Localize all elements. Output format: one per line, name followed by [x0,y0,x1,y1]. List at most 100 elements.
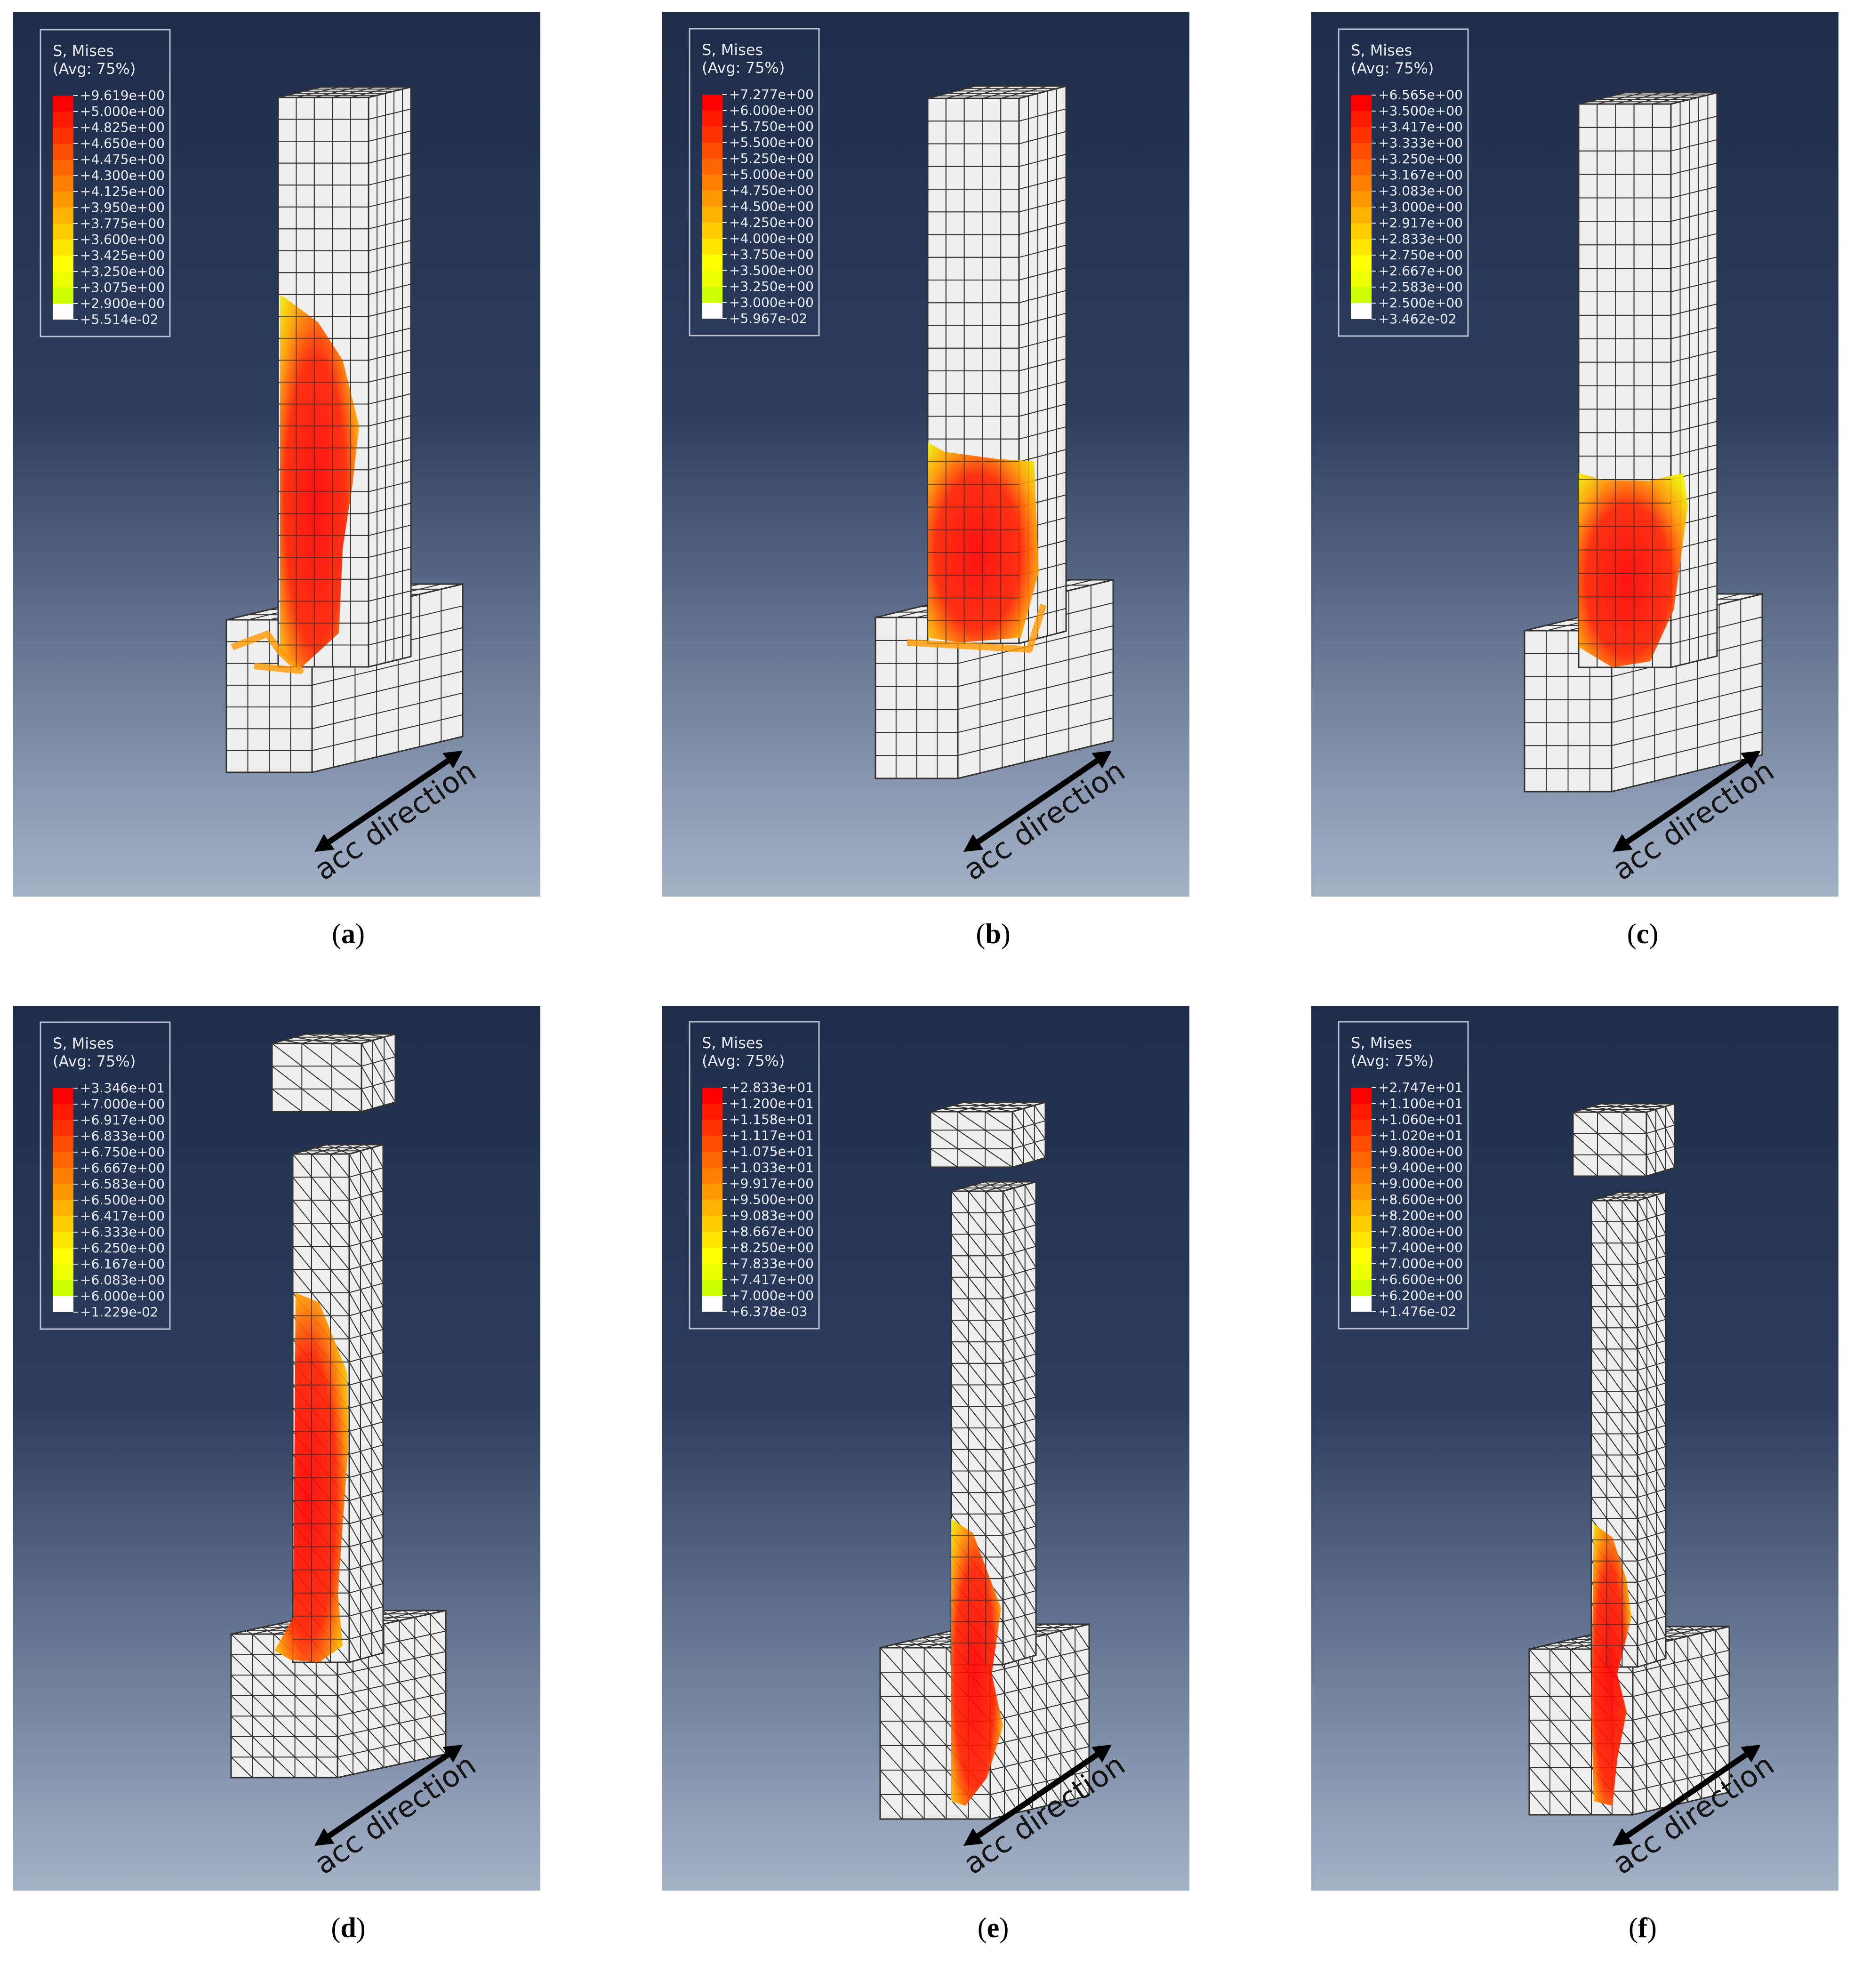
column-side [1002,1181,1037,1666]
legend-color-band [1351,111,1372,127]
legend-label: +1.158e+01 [729,1112,814,1127]
legend-label: +5.250e+00 [729,151,814,166]
legend-color-band [53,1248,73,1264]
legend-frame [40,1021,171,1330]
legend-label: +4.825e+00 [80,120,165,135]
legend-title: S, Mises [702,41,763,59]
legend-color-band [702,127,722,143]
legend-title: S, Mises [702,1034,763,1052]
panel-e: S, Mises(Avg: 75%)+2.833e+01+1.200e+01+1… [662,1006,1189,1891]
legend-color-band [53,1296,73,1312]
panel-caption: (d) [331,1912,366,1943]
legend-color-band [53,1168,73,1184]
column-cap-top [1573,1103,1675,1113]
legend-label: +6.583e+00 [80,1176,165,1192]
panel-caption-letter: d [340,1912,356,1943]
legend-color-band [1351,303,1372,319]
panel-c-render: S, Mises(Avg: 75%)+6.565e+00+3.500e+00+3… [1311,12,1838,897]
legend-label: +6.500e+00 [80,1192,165,1208]
legend-label: +8.250e+00 [729,1240,814,1255]
legend-label: +1.075e+01 [729,1144,814,1159]
legend-color-band [702,1120,722,1136]
legend-color-band [1351,143,1372,159]
legend-label: +3.250e+00 [729,279,814,294]
fe-model [879,1101,1090,1820]
legend-label: +6.167e+00 [80,1256,165,1272]
legend: S, Mises(Avg: 75%)+2.833e+01+1.200e+01+1… [689,1021,820,1330]
legend-color-band [53,208,73,224]
legend-frame [689,1021,820,1330]
fe-model [875,85,1114,779]
legend-label: +8.600e+00 [1378,1192,1463,1207]
legend-frame [40,29,171,337]
legend-color-band [702,1136,722,1152]
column-cap-side [361,1033,396,1113]
legend-label: +6.600e+00 [1378,1272,1463,1287]
legend-color-band [702,1088,722,1104]
arrow-head [963,1828,984,1846]
legend-color-band [1351,1136,1372,1152]
legend-frame [1338,1021,1469,1330]
legend-label: +3.000e+00 [729,295,814,310]
legend-color-band [702,111,722,127]
legend-color-band [702,1264,722,1280]
legend-color-band [1351,287,1372,303]
legend-label: +2.583e+00 [1378,279,1463,295]
arrow-shaft [1626,758,1748,844]
legend-label: +7.400e+00 [1378,1240,1463,1255]
legend-color-band [53,96,73,112]
legend-color-band [53,192,73,208]
column-cap-side [1011,1101,1046,1168]
legend-color-band [702,1216,722,1232]
legend-color-band [53,1184,73,1200]
legend-color-band [1351,223,1372,239]
column-cap [1572,1102,1676,1178]
legend-label: +7.833e+00 [729,1256,814,1271]
stress-zone [951,1519,1003,1806]
legend-label: +3.425e+00 [80,248,165,263]
legend-label: +6.000e+00 [80,1288,165,1304]
legend-label: +3.250e+00 [1378,151,1463,167]
legend-title: S, Mises [1351,1034,1412,1052]
legend-color-band [702,303,722,319]
stress-zone [280,294,359,671]
arrow-shaft [328,758,449,844]
legend-color-band [1351,1200,1372,1216]
legend-label: +7.000e+00 [1378,1256,1463,1271]
column-cap-front [271,1042,362,1113]
legend-label: +5.967e-02 [729,311,808,326]
legend-color-band [1351,1232,1372,1248]
arrow-head [1092,1745,1112,1763]
legend-label: +2.833e+00 [1378,231,1463,247]
legend: S, Mises(Avg: 75%)+9.619e+00+5.000e+00+4… [40,29,171,337]
legend-label: +9.619e+00 [80,88,165,103]
legend-label: +6.750e+00 [80,1144,165,1160]
legend-label: +5.000e+00 [80,104,165,119]
legend-color-band [702,271,722,287]
legend-label: +3.075e+00 [80,280,165,295]
legend-color-band [1351,1152,1372,1168]
panel-b: S, Mises(Avg: 75%)+7.277e+00+6.000e+00+5… [662,12,1189,897]
legend-color-band [702,1232,722,1248]
contour-mesh-lines [293,1154,349,1662]
legend-color-band [1351,1184,1372,1200]
panel-f-render: S, Mises(Avg: 75%)+2.747e+01+1.100e+01+1… [1311,1006,1838,1891]
legend-label: +5.750e+00 [729,119,814,134]
legend-color-band [1351,239,1372,255]
legend-label: +3.500e+00 [1378,103,1463,119]
column-cap [930,1101,1046,1168]
legend-label: +1.200e+01 [729,1096,814,1111]
arrow-head [1741,1745,1761,1763]
panel-b-render: S, Mises(Avg: 75%)+7.277e+00+6.000e+00+5… [662,12,1189,897]
legend-color-band [702,1152,722,1168]
contour-mesh-lines [928,98,1019,643]
legend-label: +2.750e+00 [1378,247,1463,263]
legend-color-band [53,1232,73,1248]
legend-color-band [53,1216,73,1232]
legend-color-band [1351,127,1372,143]
legend-label: +9.000e+00 [1378,1176,1463,1191]
panel-d-render: S, Mises(Avg: 75%)+3.346e+01+7.000e+00+6… [13,1006,540,1891]
fe-model [225,86,464,773]
legend: S, Mises(Avg: 75%)+7.277e+00+6.000e+00+5… [689,28,820,337]
legend-color-band [53,1280,73,1296]
